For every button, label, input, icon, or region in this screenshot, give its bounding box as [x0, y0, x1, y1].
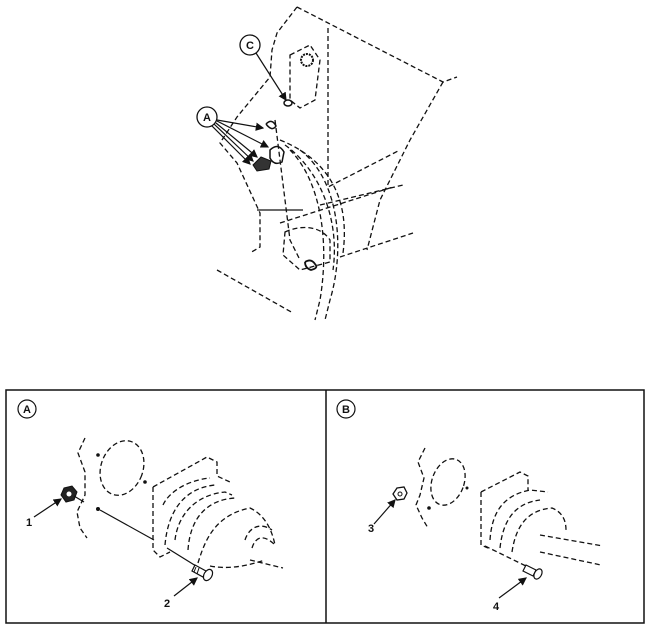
detail-frame [5, 389, 645, 624]
detail-panel-a: A 1 2 [17, 399, 284, 610]
item-3-label: 3 [368, 523, 374, 535]
callout-c: C [239, 34, 287, 102]
detail-panel-b: B 3 4 [336, 399, 604, 613]
item-1-label: 1 [26, 517, 32, 529]
nut-icon [392, 486, 408, 501]
callout-a-label: A [203, 112, 211, 124]
connector-clusters [252, 53, 318, 271]
item-4-label: 4 [493, 601, 500, 613]
panel-b-label: B [342, 404, 350, 416]
callout-a: A [196, 106, 270, 165]
item-2-label: 2 [164, 598, 170, 610]
screw-icon [522, 564, 543, 580]
panel-a-label: A [23, 404, 31, 416]
overview-drawing: C A [196, 6, 458, 321]
callout-c-label: C [246, 40, 254, 52]
screw-icon [191, 564, 214, 582]
